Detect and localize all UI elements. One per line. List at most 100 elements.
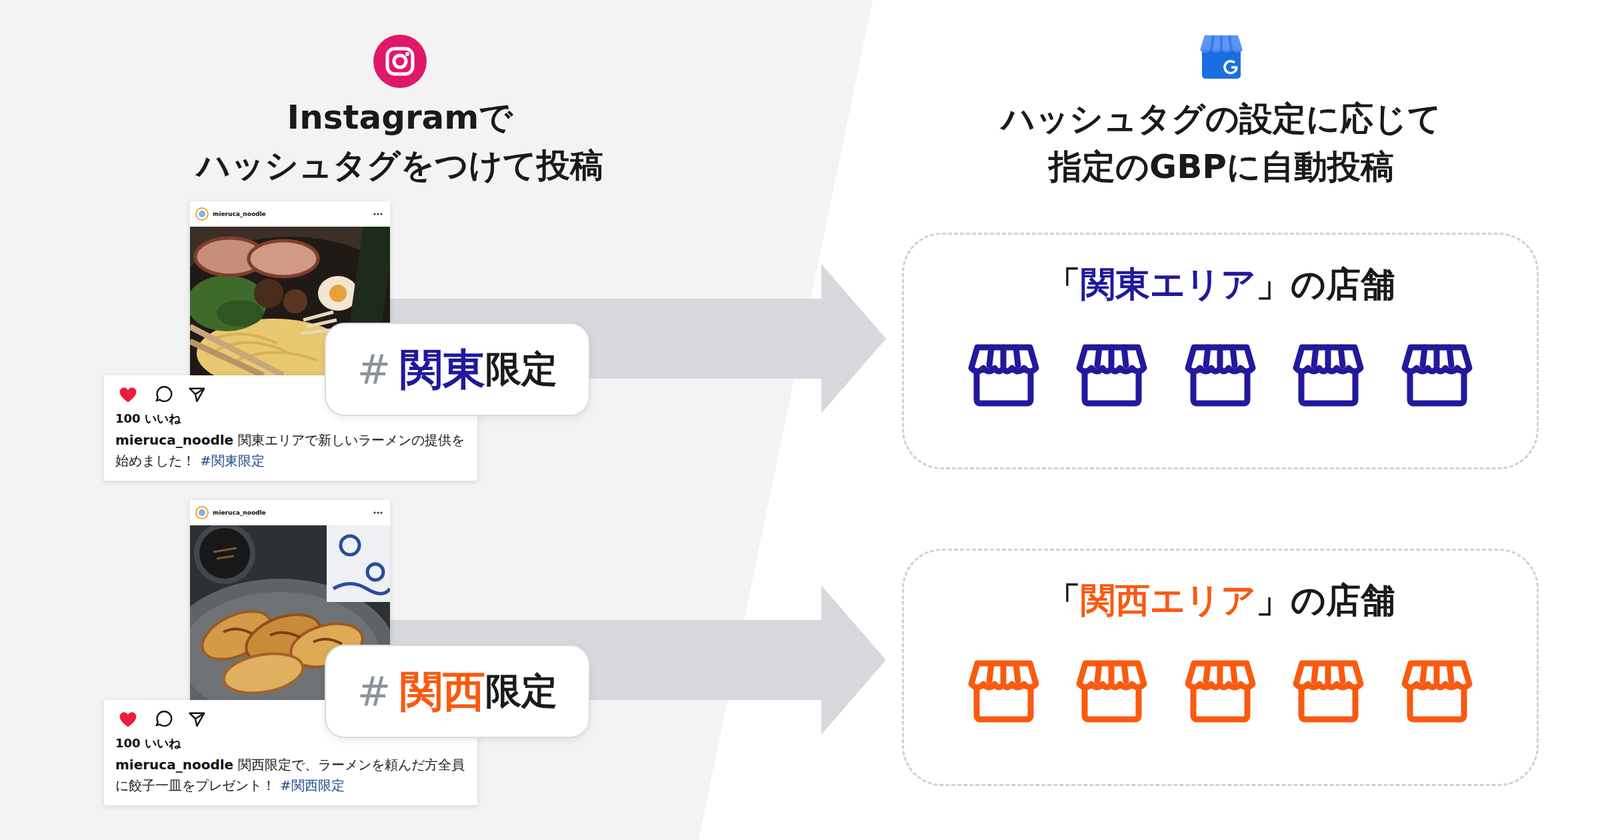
shape (198, 210, 206, 218)
shape (1188, 663, 1253, 688)
shape (349, 226, 390, 329)
store-icon (968, 658, 1040, 724)
shape (220, 648, 306, 699)
area-group: 「関東エリア」の店舗 (902, 232, 1539, 470)
bracket: 「 (1046, 580, 1081, 620)
shape (1301, 689, 1356, 720)
hash-mark: # (357, 346, 391, 393)
shape (376, 511, 379, 514)
more-dots (372, 212, 384, 216)
shape (1206, 663, 1235, 682)
gbp-icon (1198, 33, 1245, 82)
shape (190, 326, 284, 376)
shape (1314, 347, 1343, 366)
shape (1296, 663, 1361, 720)
shape (989, 347, 1018, 366)
shape (1200, 35, 1243, 50)
shape (1084, 689, 1139, 720)
store-icon (1292, 342, 1364, 408)
shape (1410, 689, 1464, 720)
column-heading: Instagramで ハッシュタグをつけて投稿 (166, 93, 634, 190)
shape (196, 208, 208, 220)
shape (199, 528, 250, 579)
shape (340, 536, 360, 555)
shape (1404, 663, 1470, 720)
shape (1296, 347, 1361, 372)
store (1401, 342, 1473, 408)
hashtag-suffix: 限定 (485, 667, 558, 716)
shape (1422, 663, 1452, 682)
shape (329, 284, 347, 302)
region-name: 関西 (400, 662, 486, 721)
store-icon (968, 342, 1040, 408)
store (968, 658, 1040, 724)
shape (971, 347, 1036, 372)
shape (1211, 35, 1232, 50)
store (1401, 658, 1473, 724)
more-dots (372, 510, 384, 515)
area-name: 関東エリア (1080, 264, 1256, 304)
hashtag-suffix: 限定 (485, 345, 558, 394)
shape (1079, 347, 1144, 372)
shape (1296, 347, 1361, 404)
shape (1079, 347, 1144, 404)
account-name: mieruca_noodle (212, 509, 266, 516)
store (1184, 342, 1256, 408)
area-title: 「関西エリア」の店舗 (904, 578, 1537, 622)
shape (190, 388, 205, 402)
area-suffix: 」の店舗 (1256, 580, 1396, 620)
shape (1202, 48, 1241, 79)
shape (1097, 347, 1126, 366)
shape (119, 387, 136, 402)
shape (971, 663, 1036, 720)
area-title: 「関東エリア」の店舗 (904, 262, 1537, 306)
shape (223, 628, 342, 644)
area-suffix: 」の店舗 (1256, 264, 1396, 304)
store-icon (1184, 342, 1256, 408)
shape (1188, 347, 1253, 372)
shape (198, 509, 206, 516)
shape (1231, 66, 1238, 69)
caption-user: mieruca_noodle (115, 432, 234, 448)
shape (394, 55, 406, 68)
shape (1079, 663, 1144, 720)
shape (1188, 347, 1253, 404)
shape (156, 386, 172, 402)
shape (190, 275, 267, 332)
account-name: mieruca_noodle (212, 210, 266, 218)
store-icon (1076, 658, 1148, 724)
bracket: 「 (1046, 264, 1081, 304)
shape (380, 212, 382, 215)
caption: mieruca_noodle関西限定で、ラーメンを頼んだ方全員に餃子一皿をプレゼ… (115, 754, 466, 796)
shape (1314, 663, 1343, 682)
hashtag-badge: #関東限定 (324, 322, 590, 416)
shape (1404, 663, 1470, 688)
shape (1296, 663, 1361, 688)
instagram-icon (373, 34, 427, 88)
store (1076, 342, 1148, 408)
shape (1404, 347, 1470, 404)
shape (190, 341, 264, 376)
store (1292, 342, 1364, 408)
shape (1097, 663, 1126, 682)
shape (976, 373, 1031, 404)
region-name: 関東 (400, 340, 486, 399)
shape (156, 711, 172, 726)
shape (373, 212, 376, 215)
post-actions (115, 708, 216, 731)
caption: mieruca_noodle関東エリアで新しいラーメンの提供を始めました！#関東… (115, 430, 466, 472)
shape (976, 689, 1031, 720)
shape (1206, 347, 1235, 366)
hash-mark: # (357, 668, 391, 715)
column-heading: ハッシュタグの設定に応じて 指定のGBPに自動投稿 (968, 94, 1475, 191)
store-icon (1401, 658, 1473, 724)
shape (1410, 373, 1464, 404)
shape (1224, 61, 1237, 74)
store (1292, 658, 1364, 724)
post-header: mieruca_noodle (190, 500, 390, 526)
shape (380, 511, 382, 514)
store-row (904, 342, 1537, 408)
shape (333, 584, 390, 594)
caption-hashtag: #関東限定 (200, 452, 265, 469)
